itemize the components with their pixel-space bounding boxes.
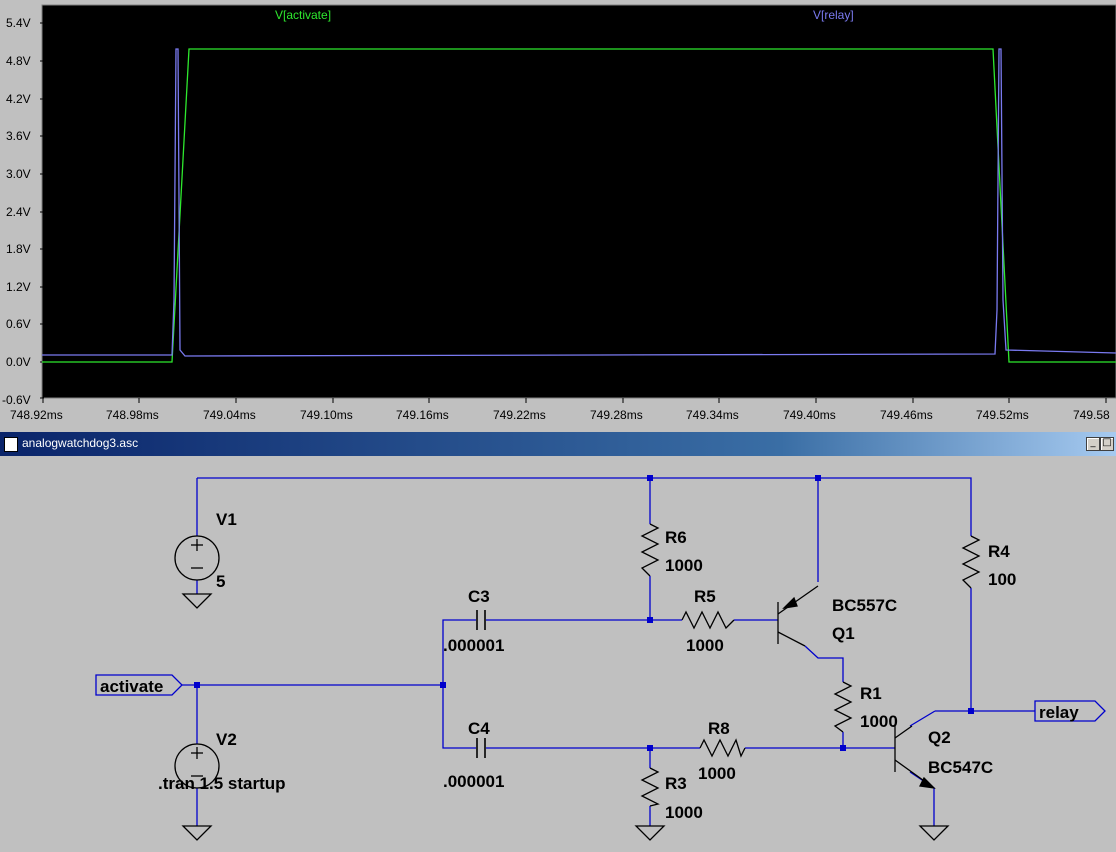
x-tick-label: 749.28ms — [590, 408, 643, 422]
r1-name: R1 — [860, 684, 882, 703]
voltage-source-v1[interactable] — [174, 535, 220, 581]
r5-name: R5 — [694, 587, 716, 606]
window-title: analogwatchdog3.asc — [22, 436, 139, 450]
resistors[interactable] — [640, 523, 981, 807]
x-tick-label: 748.98ms — [106, 408, 159, 422]
y-tick-label: 3.0V — [6, 167, 31, 181]
ground-symbols — [181, 593, 950, 841]
trace-relay[interactable] — [42, 48, 1116, 357]
resistor-r1 — [833, 681, 853, 733]
r8-value: 1000 — [698, 764, 736, 783]
trace-label-activate[interactable]: V[activate] — [275, 8, 331, 22]
y-tick-label: 5.4V — [6, 16, 31, 30]
transistor-q2[interactable] — [894, 725, 936, 789]
r6-name: R6 — [665, 528, 687, 547]
waveform-plot[interactable]: V[activate] V[relay] 5.4V 4.8V 4.2V 3.6V… — [0, 0, 1116, 428]
q1-model: BC557C — [832, 596, 897, 615]
minimize-button[interactable]: _ — [1086, 437, 1100, 451]
q2-name: Q2 — [928, 728, 951, 747]
net-flag-relay[interactable]: relay — [1034, 700, 1106, 722]
x-tick-label: 749.58 — [1073, 408, 1110, 422]
r5-value: 1000 — [686, 636, 724, 655]
junction-dots — [194, 475, 974, 751]
r3-value: 1000 — [665, 803, 703, 822]
c3-value: .000001 — [443, 636, 504, 655]
trace-label-relay[interactable]: V[relay] — [813, 8, 854, 22]
v1-name: V1 — [216, 510, 237, 529]
x-axis: 748.92ms 748.98ms 749.04ms 749.10ms 749.… — [10, 398, 1110, 422]
y-tick-label: 1.2V — [6, 280, 31, 294]
window-titlebar[interactable]: analogwatchdog3.asc _ □ — [0, 432, 1116, 456]
plot-area[interactable] — [41, 4, 1116, 399]
r6-value: 1000 — [665, 556, 703, 575]
waveform-plot-pane[interactable]: V[activate] V[relay] 5.4V 4.8V 4.2V 3.6V… — [0, 0, 1116, 428]
v2-value: .tran 1.5 startup — [158, 774, 286, 793]
x-tick-label: 749.46ms — [880, 408, 933, 422]
r4-value: 100 — [988, 570, 1016, 589]
voltage-source-v2[interactable] — [174, 743, 220, 789]
q1-name: Q1 — [832, 624, 855, 643]
net-flag-activate[interactable]: activate — [95, 674, 183, 696]
transistor-q1[interactable] — [777, 585, 819, 647]
y-tick-label: 1.8V — [6, 242, 31, 256]
y-tick-label: 0.0V — [6, 355, 31, 369]
x-tick-label: 749.40ms — [783, 408, 836, 422]
x-tick-label: 749.52ms — [976, 408, 1029, 422]
maximize-button[interactable]: □ — [1100, 437, 1114, 451]
x-tick-label: 749.34ms — [686, 408, 739, 422]
resistor-r8 — [699, 738, 746, 758]
schematic-window[interactable]: analogwatchdog3.asc _ □ — [0, 432, 1116, 852]
r8-name: R8 — [708, 719, 730, 738]
net-label-relay: relay — [1039, 703, 1079, 722]
net-label-activate: activate — [100, 677, 163, 696]
q2-model: BC547C — [928, 758, 993, 777]
resistor-r3 — [640, 767, 660, 807]
x-tick-label: 748.92ms — [10, 408, 63, 422]
schematic-canvas[interactable]: activate relay V1 5 V2 .tran 1.5 startup… — [0, 456, 1116, 852]
c4-value: .000001 — [443, 772, 504, 791]
y-tick-label: 4.8V — [6, 54, 31, 68]
resistor-r4 — [961, 535, 981, 589]
resistor-r6 — [640, 523, 660, 577]
x-tick-label: 749.04ms — [203, 408, 256, 422]
r1-value: 1000 — [860, 712, 898, 731]
r3-name: R3 — [665, 774, 687, 793]
y-tick-label: 4.2V — [6, 92, 31, 106]
y-tick-label: 0.6V — [6, 317, 31, 331]
y-tick-label: 2.4V — [6, 205, 31, 219]
wires — [180, 477, 1035, 826]
v1-value: 5 — [216, 572, 225, 591]
x-tick-label: 749.10ms — [300, 408, 353, 422]
x-tick-label: 749.22ms — [493, 408, 546, 422]
y-tick-label: 3.6V — [6, 129, 31, 143]
y-axis: 5.4V 4.8V 4.2V 3.6V 3.0V 2.4V 1.8V 1.2V … — [2, 16, 44, 407]
trace-activate[interactable] — [42, 48, 1116, 363]
y-tick-label: -0.6V — [2, 393, 31, 407]
x-tick-label: 749.16ms — [396, 408, 449, 422]
v2-name: V2 — [216, 730, 237, 749]
schematic-app-icon — [4, 437, 18, 452]
r4-name: R4 — [988, 542, 1010, 561]
resistor-r5 — [681, 610, 735, 630]
c4-name: C4 — [468, 719, 490, 738]
c3-name: C3 — [468, 587, 490, 606]
capacitors[interactable] — [476, 610, 486, 758]
